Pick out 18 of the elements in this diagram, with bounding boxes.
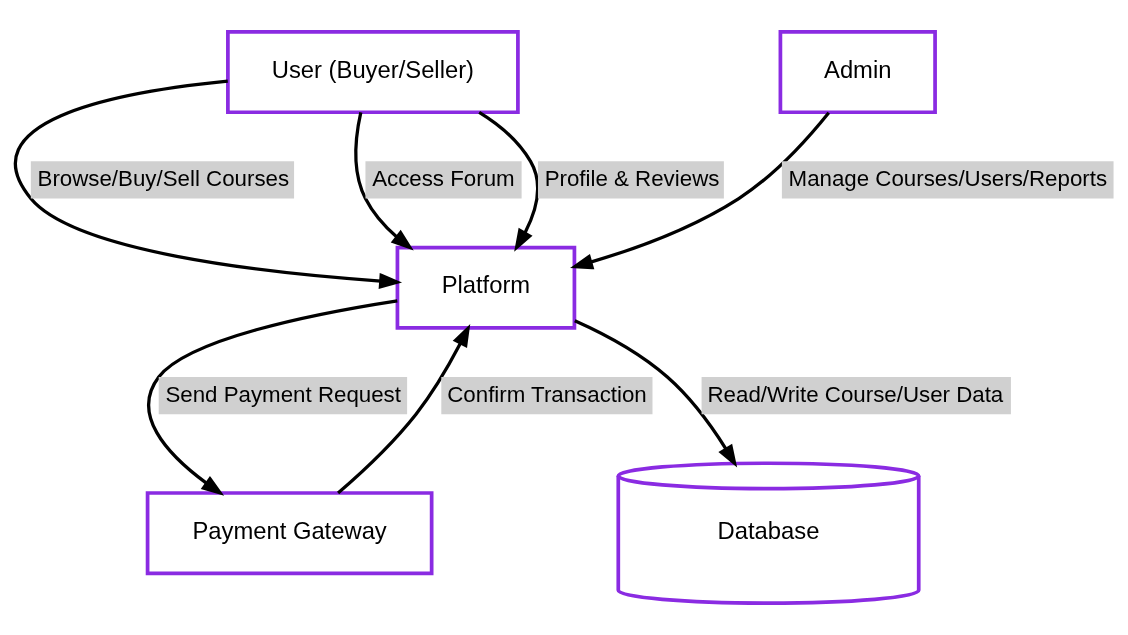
arrow bbox=[478, 110, 540, 252]
node-box: Admin bbox=[778, 30, 937, 115]
arrow bbox=[14, 79, 403, 289]
arrow bbox=[574, 319, 738, 468]
edge-label: Send Payment Request bbox=[165, 381, 401, 407]
node-box: User (Buyer/Seller) bbox=[226, 30, 520, 115]
edge-label: Manage Courses/Users/Reports bbox=[788, 165, 1108, 191]
arrow bbox=[354, 111, 414, 251]
edge-label: Read/Write Course/User Data bbox=[707, 381, 1004, 407]
arrow bbox=[337, 323, 471, 495]
edge-label: Confirm Transaction bbox=[447, 381, 647, 407]
edge-label: Browse/Buy/Sell Courses bbox=[37, 165, 290, 191]
arrow bbox=[147, 299, 398, 496]
node-box: Platform bbox=[395, 245, 577, 330]
arrow bbox=[570, 111, 831, 270]
node-box: Payment Gateway bbox=[145, 491, 434, 576]
edge-label: Profile & Reviews bbox=[544, 165, 720, 191]
edge-label: Access Forum bbox=[372, 165, 515, 191]
